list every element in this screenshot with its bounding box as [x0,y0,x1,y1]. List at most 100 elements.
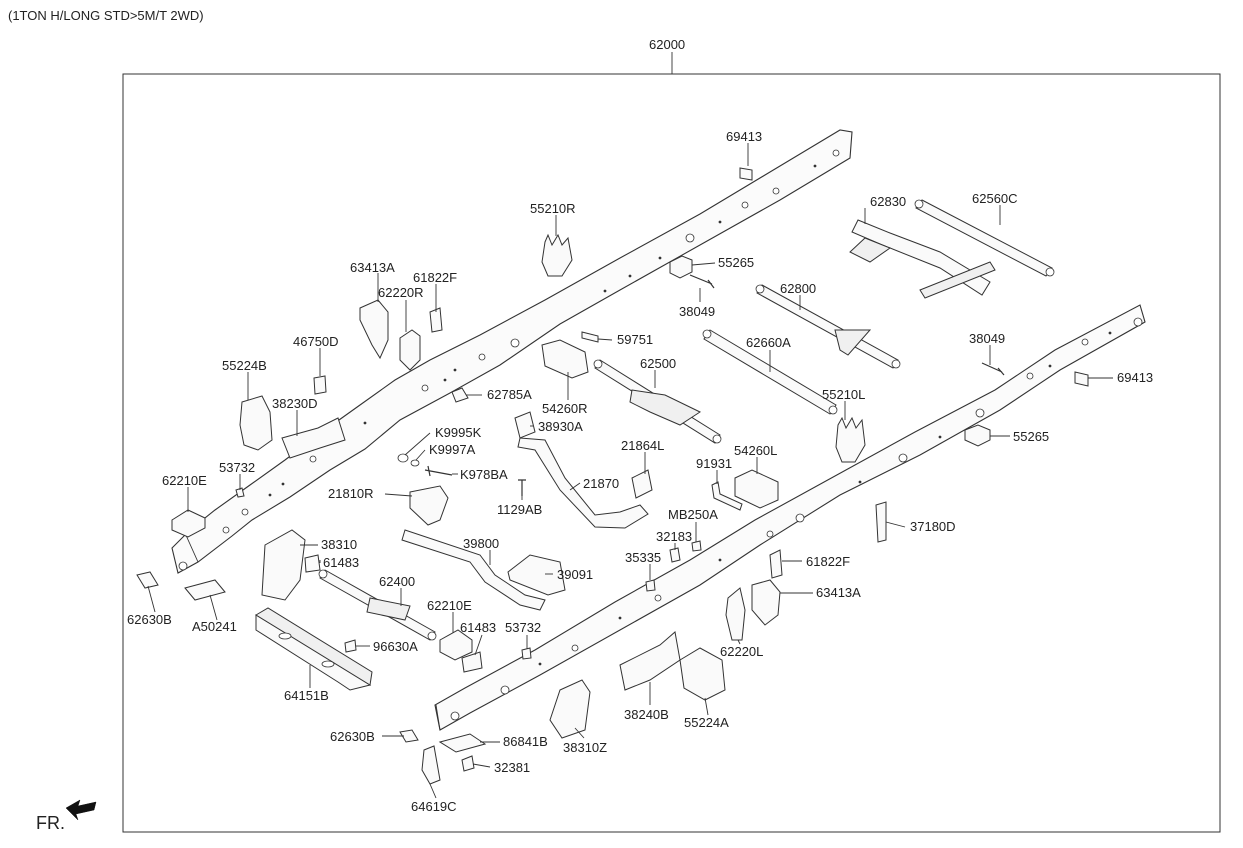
label-21870: 21870 [583,476,619,491]
label-38230d: 38230D [272,396,318,411]
label-61483: 61483 [323,555,359,570]
part-53732-lower [521,647,532,660]
rear-crossmember-64151b [255,607,373,691]
label-38049: 38049 [679,304,715,319]
label-38049-right: 38049 [969,331,1005,346]
label-62220l: 62220L [720,644,763,659]
part-62220l [725,587,746,641]
label-62660a: 62660A [746,335,791,350]
label-21864l: 21864L [621,438,664,453]
label-96630a: 96630A [373,639,418,654]
label-55224b: 55224B [222,358,267,373]
part-61822f-upper [429,307,443,333]
part-61483-lower [461,651,483,673]
label-39800: 39800 [463,536,499,551]
part-55224a [679,647,726,701]
label-62560c: 62560C [972,191,1018,206]
crossmember-62560c [914,199,1055,277]
label-69413: 69413 [726,129,762,144]
label-38310z: 38310Z [563,740,607,755]
bolt-38049-upper [689,274,715,289]
label-64151b: 64151B [284,688,329,703]
front-arrow-icon [65,799,97,821]
label-59751: 59751 [617,332,653,347]
part-38930a [514,411,536,439]
label-1129ab: 1129AB [497,502,542,517]
label-54260r: 54260R [542,401,588,416]
part-38310z [549,679,591,739]
label-69413-right: 69413 [1117,370,1153,385]
leader-lines [147,143,1113,799]
front-direction-label: FR. [36,813,65,833]
part-32381 [461,755,475,772]
part-38230d [281,417,346,459]
part-a50241 [184,579,226,601]
label-61822f-lower: 61822F [806,554,850,569]
label-54260l: 54260L [734,443,777,458]
brace-39800 [401,529,546,611]
label-39091: 39091 [557,567,593,582]
right-frame-rail [434,304,1146,731]
label-62000: 62000 [649,37,685,52]
part-91931 [711,481,743,511]
part-55210l [835,416,866,463]
label-55210r: 55210R [530,201,576,216]
part-62220r [399,329,421,371]
part-61822f-lower [769,549,783,579]
part-63413a-upper [359,299,389,360]
part-46750d [313,375,327,395]
label-55265-right: 55265 [1013,429,1049,444]
label-a50241: A50241 [192,619,237,634]
label-62830: 62830 [870,194,906,209]
part-62785a [451,387,469,403]
bolt-k978ba [424,465,453,477]
part-62630b-lower [399,729,419,743]
part-38310 [261,529,306,601]
label-38240b: 38240B [624,707,669,722]
part-55224b [239,395,273,451]
label-61822f: 61822F [413,270,457,285]
label-53732: 53732 [219,460,255,475]
part-64619c [421,745,441,785]
part-69413-left [739,167,753,181]
label-32183: 32183 [656,529,692,544]
diagram-header: (1TON H/LONG STD>5M/T 2WD) [8,8,204,23]
crossmember-62500 [593,359,722,444]
label-55224a: 55224A [684,715,729,730]
label-k9997a: K9997A [429,442,476,457]
bolt-1129ab [518,479,526,496]
label-37180d: 37180D [910,519,956,534]
label-mb250a: MB250A [668,507,718,522]
label-53732-lower: 53732 [505,620,541,635]
bolt-38049-lower [981,362,1005,376]
part-62630b-upper [136,571,159,589]
label-63413a-lower: 63413A [816,585,861,600]
part-mb250a [691,540,702,552]
label-38930a: 38930A [538,419,583,434]
label-62220r: 62220R [378,285,424,300]
label-91931: 91931 [696,456,732,471]
label-86841b: 86841B [503,734,548,749]
part-32183 [669,547,681,563]
part-38240b [619,631,681,691]
washer-k9995k [397,453,409,463]
label-64619c: 64619C [411,799,457,814]
part-63413a-lower [751,579,781,626]
part-69413-right [1074,371,1089,387]
label-62210e-lower: 62210E [427,598,472,613]
label-38310: 38310 [321,537,357,552]
part-39091 [507,554,566,596]
part-37180d [875,501,887,543]
label-62400: 62400 [379,574,415,589]
label-46750d: 46750D [293,334,339,349]
label-62630b-lower: 62630B [330,729,375,744]
part-86841b [438,733,487,753]
label-62210e: 62210E [162,473,207,488]
part-62210e-lower [439,629,473,661]
label-k978ba: K978BA [460,467,508,482]
part-54260l [734,469,779,509]
part-61483-upper [304,554,321,573]
part-54260r [541,339,589,379]
part-55210r [541,233,573,277]
label-61483-lower: 61483 [460,620,496,635]
